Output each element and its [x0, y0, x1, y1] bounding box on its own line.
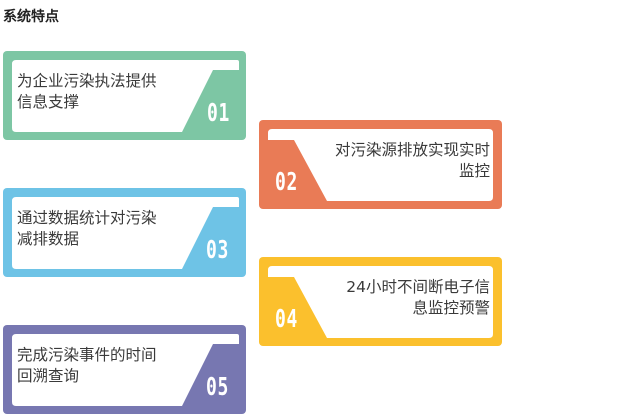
card-04-line1: 24小时不间断电子信 [346, 278, 490, 296]
card-04-number: 04 [275, 304, 299, 333]
card-03-line2: 减排数据 [17, 230, 80, 248]
card-01-line2: 信息支撑 [17, 93, 80, 111]
card-04-text: 24小时不间断电子信 息监控预警 [346, 277, 490, 319]
card-03-text: 通过数据统计对污染 减排数据 [17, 208, 157, 250]
card-03-shape [3, 188, 246, 277]
card-02-text: 对污染源排放实现实时 监控 [335, 140, 490, 182]
card-02-line1: 对污染源排放实现实时 [334, 141, 490, 159]
card-04-line2: 息监控预警 [412, 299, 490, 317]
feature-card-01: 为企业污染执法提供 信息支撑 01 [3, 51, 246, 140]
card-02-number: 02 [275, 167, 299, 196]
card-01-shape [3, 51, 246, 140]
card-04-shape [259, 257, 502, 346]
card-05-number: 05 [206, 372, 230, 401]
card-05-line2: 回溯查询 [17, 367, 80, 385]
feature-card-02: 对污染源排放实现实时 监控 02 [259, 120, 502, 209]
card-05-text: 完成污染事件的时间 回溯查询 [17, 345, 157, 387]
feature-card-05: 完成污染事件的时间 回溯查询 05 [3, 325, 246, 414]
card-03-number: 03 [206, 235, 230, 264]
card-03-line1: 通过数据统计对污染 [17, 209, 157, 227]
card-05-shape [3, 325, 246, 414]
section-title: 系统特点 [3, 9, 59, 25]
feature-card-03: 通过数据统计对污染 减排数据 03 [3, 188, 246, 277]
card-02-shape [259, 120, 502, 209]
card-05-line1: 完成污染事件的时间 [17, 346, 157, 364]
card-01-text: 为企业污染执法提供 信息支撑 [17, 71, 157, 113]
card-01-number: 01 [207, 98, 231, 127]
card-02-line2: 监控 [458, 162, 490, 180]
card-01-line1: 为企业污染执法提供 [17, 72, 157, 90]
feature-card-04: 24小时不间断电子信 息监控预警 04 [259, 257, 502, 346]
